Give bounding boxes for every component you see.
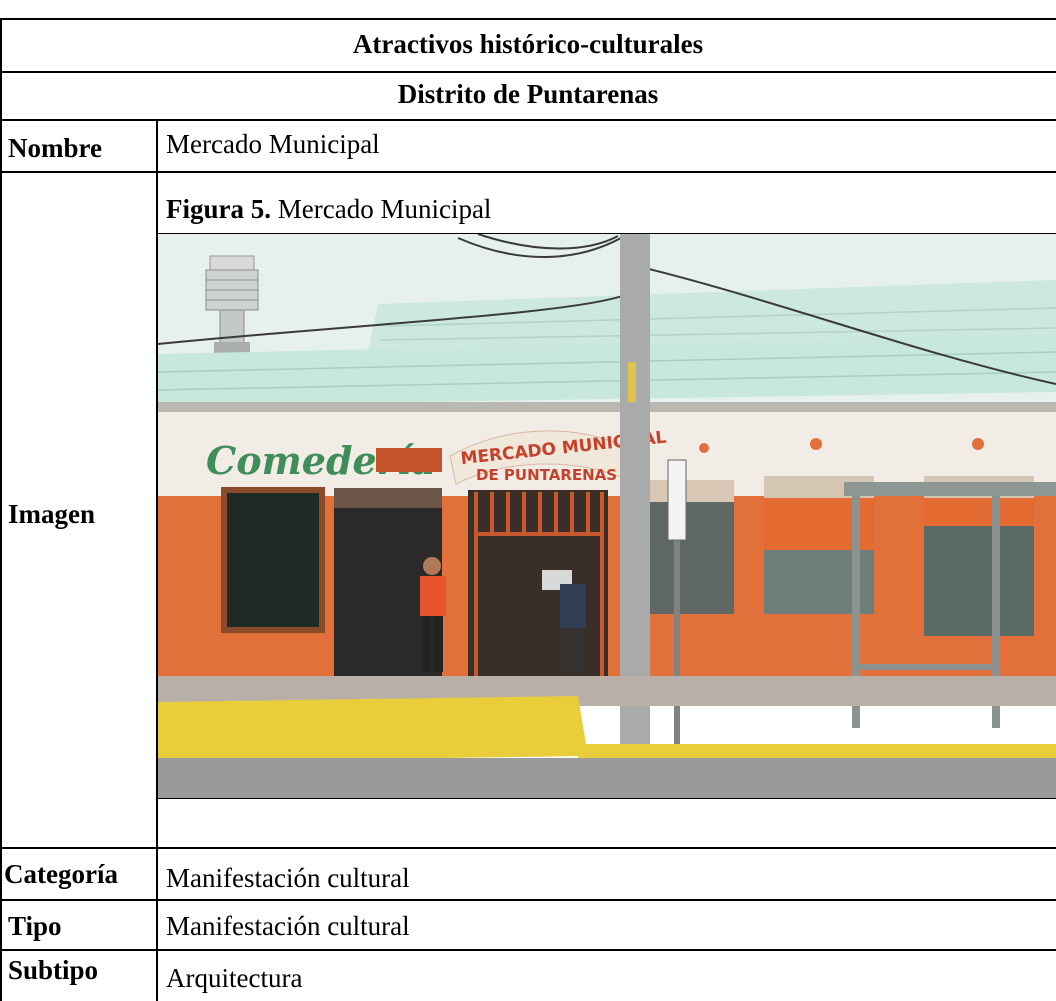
sign-post bbox=[674, 460, 680, 750]
entrance-left-shutter bbox=[334, 488, 442, 508]
facade-dots bbox=[699, 438, 984, 453]
bus-stop-shelter bbox=[844, 482, 1056, 728]
front-roof bbox=[158, 334, 1056, 406]
sign-market-line2: DE PUNTARENAS bbox=[476, 466, 617, 484]
label-subtipo: Subtipo bbox=[8, 955, 99, 985]
border-label-column bbox=[156, 119, 158, 1001]
value-nombre: Mercado Municipal bbox=[166, 129, 380, 159]
border-after-tipo bbox=[0, 949, 1056, 951]
menu-chalkboard bbox=[221, 487, 325, 633]
entrance-main-gate bbox=[474, 492, 604, 682]
border-after-title bbox=[0, 71, 1056, 73]
market-photo-illustration: Comedería MERCADO MUNICIPAL DE PUNTARENA… bbox=[158, 234, 1056, 798]
pole-marker bbox=[628, 362, 636, 402]
border-after-subtitle bbox=[0, 119, 1056, 121]
table-title: Atractivos histórico-culturales bbox=[352, 29, 704, 59]
border-top bbox=[0, 18, 1056, 20]
yellow-curb bbox=[578, 744, 1056, 758]
border-left bbox=[0, 18, 2, 1001]
value-categoria: Manifestación cultural bbox=[166, 863, 410, 893]
label-nombre: Nombre bbox=[8, 133, 102, 163]
roof-ventilator bbox=[205, 255, 259, 354]
front-roof-ribs bbox=[158, 351, 1056, 391]
person-orange-shirt bbox=[420, 557, 446, 672]
value-subtipo: Arquitectura bbox=[166, 963, 303, 993]
border-after-imagen bbox=[0, 847, 1056, 849]
figure-number: Figura 5. bbox=[166, 194, 271, 224]
yellow-painted-zone bbox=[158, 696, 588, 762]
market-photo: Comedería MERCADO MUNICIPAL DE PUNTARENA… bbox=[158, 234, 1056, 798]
figure-caption: Figura 5. Mercado Municipal bbox=[166, 193, 491, 225]
overhead-wires bbox=[158, 234, 1056, 385]
shop-windows bbox=[650, 476, 1034, 636]
back-roof-ribs bbox=[379, 307, 1056, 341]
border-after-categoria bbox=[0, 899, 1056, 901]
back-roof bbox=[368, 280, 1056, 352]
table-subtitle: Distrito de Puntarenas bbox=[397, 79, 659, 109]
border-after-nombre bbox=[0, 171, 1056, 173]
person-carrying-box bbox=[542, 570, 586, 672]
figure-caption-text: Mercado Municipal bbox=[277, 194, 492, 224]
road bbox=[158, 758, 1056, 798]
border-figure-bottom bbox=[158, 797, 1056, 799]
label-categoria: Categoría bbox=[4, 859, 118, 889]
sign-badge bbox=[376, 448, 442, 472]
roof-fascia bbox=[158, 402, 1056, 412]
label-tipo: Tipo bbox=[8, 911, 62, 941]
value-tipo: Manifestación cultural bbox=[166, 911, 410, 941]
label-imagen: Imagen bbox=[8, 499, 95, 529]
street-sign bbox=[667, 459, 687, 541]
utility-pole bbox=[620, 234, 650, 748]
